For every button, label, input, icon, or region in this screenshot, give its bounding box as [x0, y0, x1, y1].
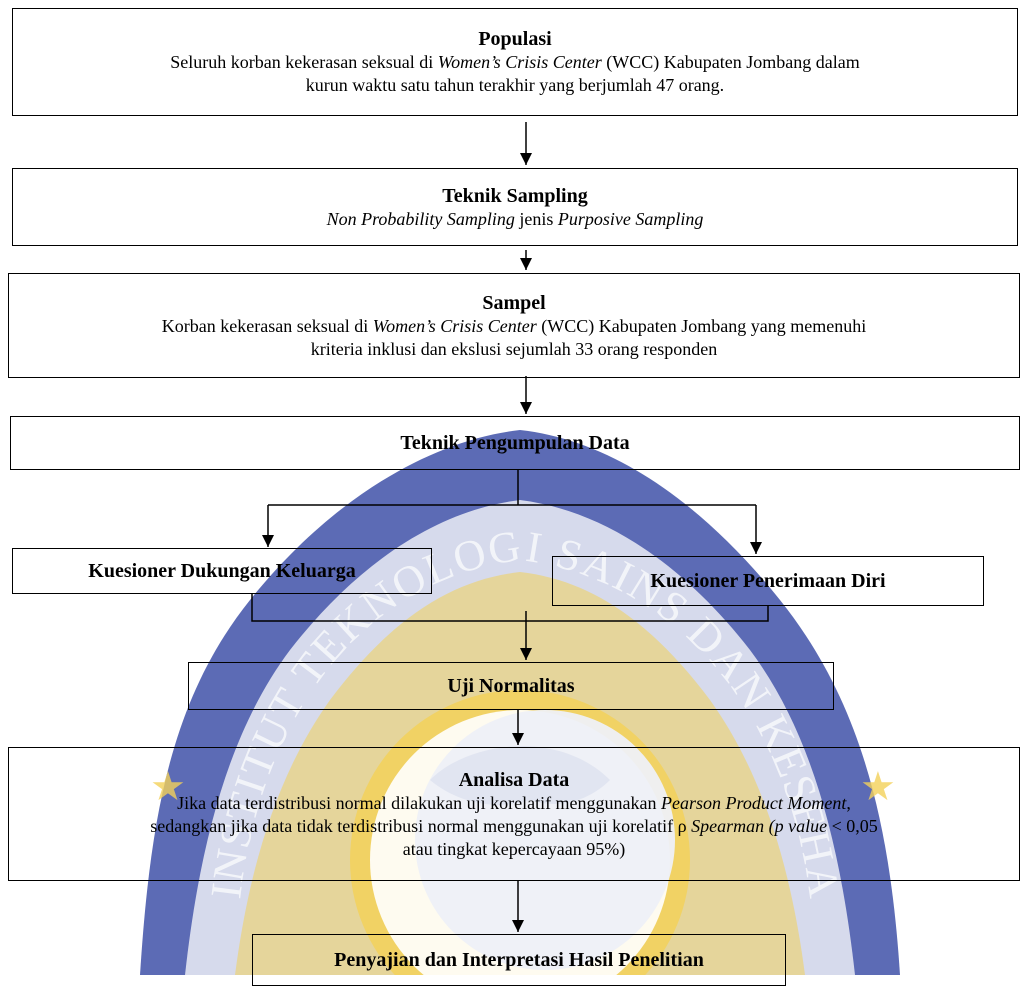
sampling-italic-1: Non Probability Sampling	[326, 208, 515, 229]
analisa-line2-b: < 0,05	[827, 815, 878, 836]
populasi-text-line1: Seluruh korban kekerasan seksual di Wome…	[170, 51, 859, 74]
analisa-line1-a: Jika data terdistribusi normal dilakukan…	[177, 792, 662, 813]
box-kuesioner-penerimaan: Kuesioner Penerimaan Diri	[552, 556, 984, 606]
sampel-text-line1: Korban kekerasan seksual di Women’s Cris…	[162, 315, 866, 338]
populasi-line1-italic: Women’s Crisis Center	[437, 52, 602, 72]
box-analisa-data: Analisa Data Jika data terdistribusi nor…	[8, 747, 1020, 881]
sampling-italic-2: Purposive Sampling	[557, 208, 704, 229]
box-populasi: Populasi Seluruh korban kekerasan seksua…	[12, 8, 1018, 116]
analisa-title: Analisa Data	[458, 768, 570, 791]
box-penyajian: Penyajian dan Interpretasi Hasil Penelit…	[252, 934, 786, 986]
kuesioner-penerimaan-title: Kuesioner Penerimaan Diri	[650, 570, 886, 592]
box-uji-normalitas: Uji Normalitas	[188, 662, 834, 710]
analisa-text-line3: atau tingkat kepercayaan 95%)	[402, 838, 626, 859]
kuesioner-dukungan-title: Kuesioner Dukungan Keluarga	[88, 560, 356, 582]
analisa-line1-italic: Pearson Product Moment	[661, 792, 847, 813]
populasi-text-line2: kurun waktu satu tahun terakhir yang ber…	[305, 75, 725, 95]
connector-merge	[251, 594, 769, 622]
box-kuesioner-dukungan: Kuesioner Dukungan Keluarga	[12, 548, 432, 594]
sampling-title: Teknik Sampling	[442, 184, 588, 207]
analisa-line2-a: sedangkan jika data tidak terdistribusi …	[150, 815, 692, 836]
sampling-mid: jenis	[514, 208, 558, 229]
sampel-line1-a: Korban kekerasan seksual di	[161, 315, 373, 336]
analisa-line1-b: ,	[846, 792, 851, 813]
penyajian-title: Penyajian dan Interpretasi Hasil Penelit…	[334, 949, 704, 971]
populasi-line1-a: Seluruh korban kekerasan seksual di	[170, 52, 438, 72]
analisa-line2-italic: Spearman (p value	[691, 815, 828, 836]
populasi-line1-b: (WCC) Kabupaten Jombang dalam	[601, 52, 860, 72]
box-teknik-sampling: Teknik Sampling Non Probability Sampling…	[12, 168, 1018, 246]
sampel-text-line2: kriteria inklusi dan ekslusi sejumlah 33…	[310, 338, 718, 359]
analisa-text-line1: Jika data terdistribusi normal dilakukan…	[177, 792, 851, 815]
sampel-line1-b: (WCC) Kabupaten Jombang yang memenuhi	[536, 315, 867, 336]
pengumpulan-title: Teknik Pengumpulan Data	[400, 432, 630, 454]
normalitas-title: Uji Normalitas	[447, 675, 575, 697]
analisa-text-line2: sedangkan jika data tidak terdistribusi …	[150, 815, 877, 838]
populasi-title: Populasi	[478, 28, 552, 50]
sampling-text: Non Probability Sampling jenis Purposive…	[327, 208, 704, 231]
box-teknik-pengumpulan: Teknik Pengumpulan Data	[10, 416, 1020, 470]
watermark-emblem: ★ ★	[140, 430, 900, 975]
svg-text:★: ★	[860, 764, 896, 809]
svg-text:★: ★	[150, 764, 186, 809]
box-sampel: Sampel Korban kekerasan seksual di Women…	[8, 273, 1020, 378]
sampel-line1-italic: Women’s Crisis Center	[372, 315, 537, 336]
sampel-title: Sampel	[482, 291, 546, 314]
